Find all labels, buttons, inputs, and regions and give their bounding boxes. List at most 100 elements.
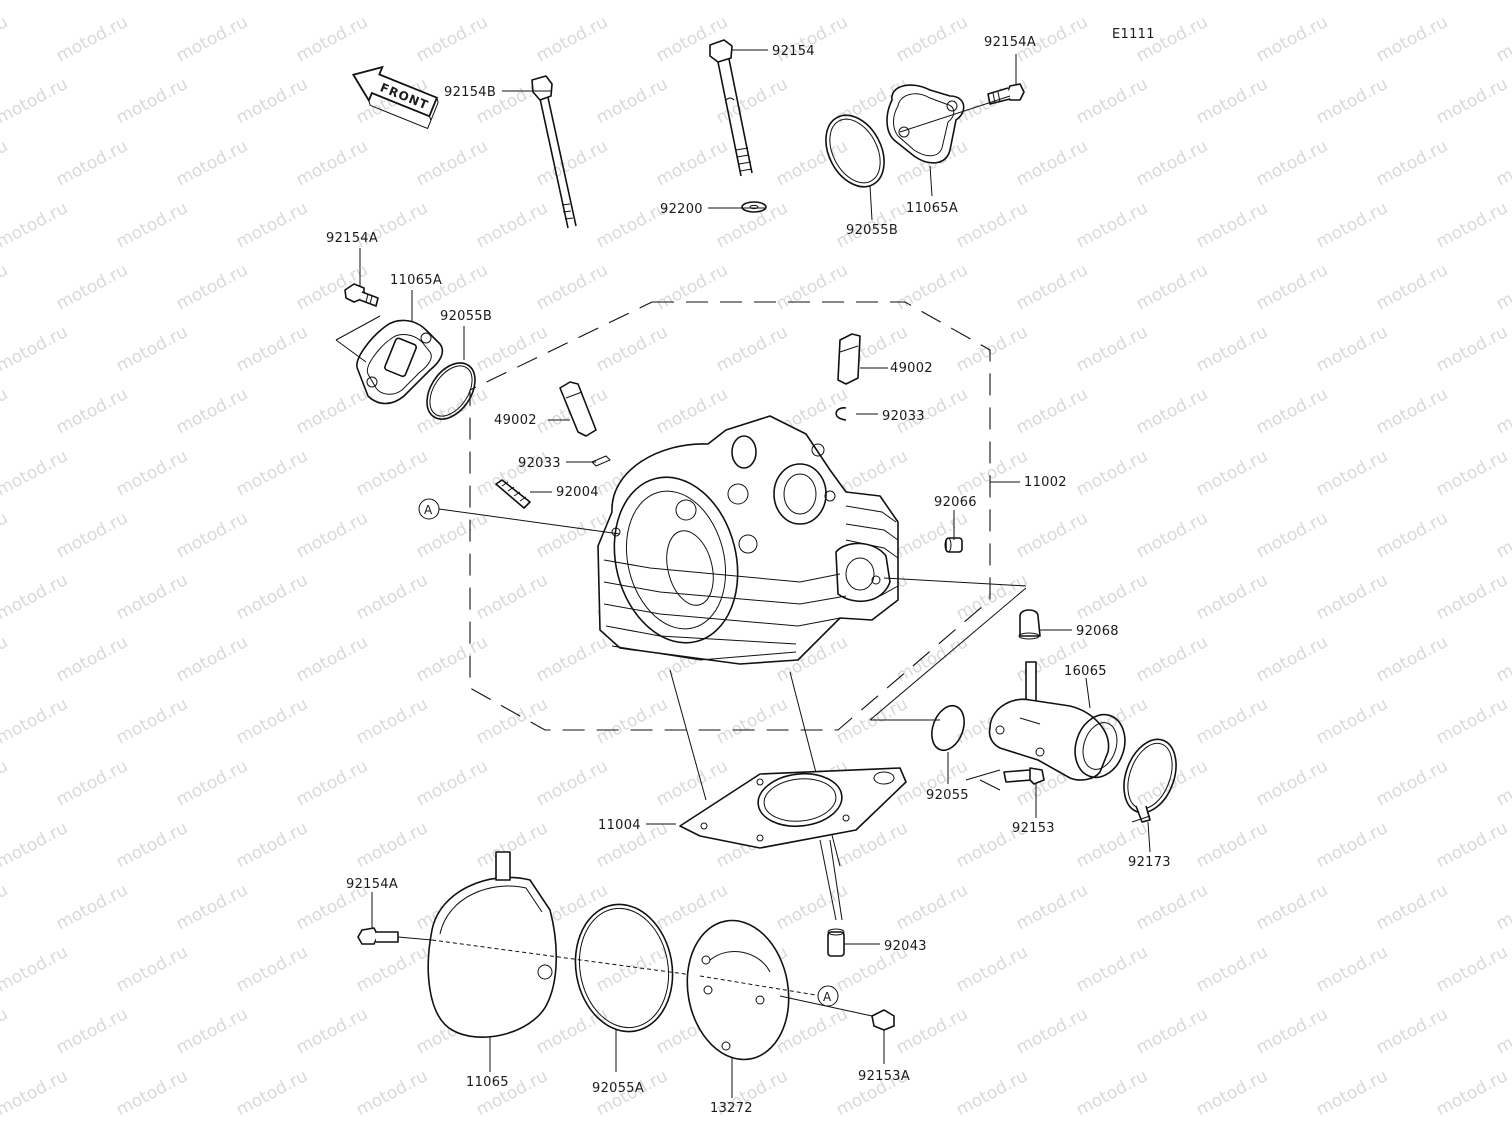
watermark-text: motod.ru bbox=[1253, 260, 1331, 314]
watermark-text: motod.ru bbox=[1493, 632, 1512, 686]
cover-13272 bbox=[686, 919, 790, 1061]
watermark-text: motod.ru bbox=[0, 570, 71, 624]
watermark-text: motod.ru bbox=[53, 260, 131, 314]
watermark-text: motod.ru bbox=[293, 1128, 371, 1134]
part-label-92055b-top: 92055B bbox=[846, 223, 898, 238]
watermark-text: motod.ru bbox=[1013, 880, 1091, 934]
watermark-text: motod.ru bbox=[53, 1004, 131, 1058]
watermark-text: motod.ru bbox=[113, 942, 191, 996]
watermark-text: motod.ru bbox=[0, 136, 11, 190]
watermark-text: motod.ru bbox=[773, 880, 851, 934]
watermark-text: motod.ru bbox=[473, 0, 551, 4]
watermark-text: motod.ru bbox=[53, 384, 131, 438]
watermark-text: motod.ru bbox=[113, 818, 191, 872]
watermark-text: motod.ru bbox=[233, 570, 311, 624]
watermark-text: motod.ru bbox=[0, 322, 71, 376]
watermark-text: motod.ru bbox=[1013, 136, 1091, 190]
watermark-text: motod.ru bbox=[173, 1128, 251, 1134]
watermark-text: motod.ru bbox=[1433, 942, 1511, 996]
watermark-text: motod.ru bbox=[233, 198, 311, 252]
clamp-92173 bbox=[1123, 738, 1177, 823]
watermark-text: motod.ru bbox=[293, 1004, 371, 1058]
stud-bolt-92154B bbox=[531, 75, 577, 229]
part-label-49002-right: 49002 bbox=[890, 361, 933, 376]
watermark-text: motod.ru bbox=[1073, 322, 1151, 376]
watermark-text: motod.ru bbox=[353, 818, 431, 872]
watermark-text: motod.ru bbox=[173, 880, 251, 934]
watermark-text: motod.ru bbox=[653, 260, 731, 314]
part-label-92154: 92154 bbox=[772, 44, 815, 59]
plug-92066 bbox=[944, 537, 963, 553]
watermark-text: motod.ru bbox=[653, 384, 731, 438]
watermark-text: motod.ru bbox=[1373, 12, 1451, 66]
watermark-text: motod.ru bbox=[1193, 446, 1271, 500]
watermark-text: motod.ru bbox=[1073, 570, 1151, 624]
watermark-text: motod.ru bbox=[1193, 942, 1271, 996]
watermark-text: motod.ru bbox=[1493, 880, 1512, 934]
bolt-92154 bbox=[709, 39, 753, 177]
watermark-text: motod.ru bbox=[293, 632, 371, 686]
watermark-text: motod.ru bbox=[233, 74, 311, 128]
watermark-text: motod.ru bbox=[1253, 508, 1331, 562]
valve-guide-49002-left bbox=[559, 381, 597, 437]
watermark-text: motod.ru bbox=[233, 694, 311, 748]
watermark-text: motod.ru bbox=[1493, 384, 1512, 438]
watermark-text: motod.ru bbox=[233, 0, 311, 4]
watermark-text: motod.ru bbox=[1373, 260, 1451, 314]
watermark-text: motod.ru bbox=[953, 446, 1031, 500]
watermark-text: motod.ru bbox=[53, 136, 131, 190]
watermark-text: motod.ru bbox=[533, 260, 611, 314]
watermark-text: motod.ru bbox=[533, 632, 611, 686]
watermark-text: motod.ru bbox=[1493, 12, 1512, 66]
watermark-text: motod.ru bbox=[1313, 942, 1391, 996]
watermark-text: motod.ru bbox=[1253, 136, 1331, 190]
watermark-text: motod.ru bbox=[1193, 694, 1271, 748]
watermark-text: motod.ru bbox=[1193, 818, 1271, 872]
watermark-text: motod.ru bbox=[0, 508, 11, 562]
watermark-text: motod.ru bbox=[0, 632, 11, 686]
watermark-text: motod.ru bbox=[473, 570, 551, 624]
part-label-11002: 11002 bbox=[1024, 475, 1067, 490]
part-label-92068: 92068 bbox=[1076, 624, 1119, 639]
watermark-text: motod.ru bbox=[1373, 136, 1451, 190]
watermark-text: motod.ru bbox=[113, 0, 191, 4]
watermark-text: motod.ru bbox=[0, 1066, 71, 1120]
watermark-text: motod.ru bbox=[233, 818, 311, 872]
watermark-text: motod.ru bbox=[113, 74, 191, 128]
watermark-text: motod.ru bbox=[1253, 1004, 1331, 1058]
watermark-text: motod.ru bbox=[0, 880, 11, 934]
watermark-text: motod.ru bbox=[773, 260, 851, 314]
valve-guide-49002-right bbox=[837, 333, 861, 385]
part-label-92154b: 92154B bbox=[444, 85, 496, 100]
clip-92033-right bbox=[835, 407, 847, 421]
watermark-text: motod.ru bbox=[413, 136, 491, 190]
watermark-text: motod.ru bbox=[0, 384, 11, 438]
watermark-text: motod.ru bbox=[533, 12, 611, 66]
watermark-text: motod.ru bbox=[113, 446, 191, 500]
watermark-text: motod.ru bbox=[1373, 632, 1451, 686]
watermark-text: motod.ru bbox=[293, 384, 371, 438]
watermark-text: motod.ru bbox=[1073, 446, 1151, 500]
watermark-text: motod.ru bbox=[593, 322, 671, 376]
o-ring-92055B-top bbox=[825, 114, 885, 188]
watermark-text: motod.ru bbox=[1073, 198, 1151, 252]
watermark-text: motod.ru bbox=[1133, 136, 1211, 190]
watermark-text: motod.ru bbox=[113, 694, 191, 748]
watermark-text: motod.ru bbox=[533, 1004, 611, 1058]
watermark-text: motod.ru bbox=[533, 756, 611, 810]
watermark-text: motod.ru bbox=[1313, 322, 1391, 376]
watermark-text: motod.ru bbox=[1433, 818, 1511, 872]
watermark-text: motod.ru bbox=[113, 570, 191, 624]
watermark-text: motod.ru bbox=[1433, 198, 1511, 252]
stud-92004 bbox=[495, 479, 531, 509]
intake-pipe-16065 bbox=[988, 661, 1126, 781]
watermark-text: motod.ru bbox=[1493, 1128, 1512, 1134]
watermark-text: motod.ru bbox=[0, 818, 71, 872]
part-label-11004: 11004 bbox=[598, 818, 641, 833]
watermark-text: motod.ru bbox=[533, 1128, 611, 1134]
watermark-text: motod.ru bbox=[0, 74, 71, 128]
washer-92200 bbox=[741, 201, 767, 213]
part-label-49002-left: 49002 bbox=[494, 413, 537, 428]
part-label-92033-left: 92033 bbox=[518, 456, 561, 471]
